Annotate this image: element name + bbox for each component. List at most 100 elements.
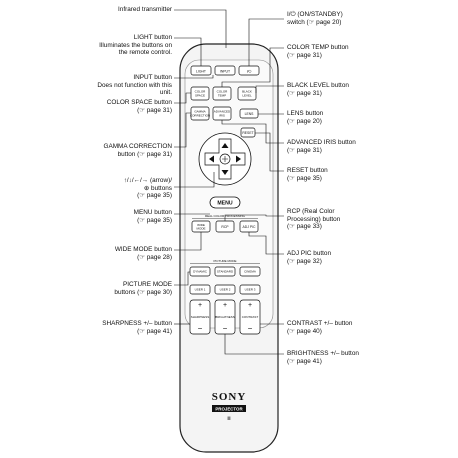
- line-adj: [248, 232, 284, 255]
- line-iris: [221, 120, 284, 144]
- black-level-label-2: LEVEL: [242, 94, 252, 98]
- contrast-minus: −: [248, 324, 253, 333]
- line-black: [255, 85, 284, 93]
- color-space-label-2: SPACE: [195, 94, 205, 98]
- cinema-label: CINEMA: [244, 270, 256, 274]
- callout-contrast-l1: CONTRAST +/– button: [287, 320, 353, 327]
- callout-menu: MENU button (☞ page 35): [134, 209, 172, 224]
- line-gamma: [174, 112, 191, 148]
- callout-arrow-l1: ↑/↓/←/→ (arrow)/: [123, 177, 172, 184]
- brightness-label: BRIGHTNESS: [215, 315, 235, 319]
- input-button-label: INPUT: [220, 69, 230, 73]
- user1-label: USER 1: [195, 288, 206, 292]
- arrow-down-button[interactable]: [221, 170, 229, 175]
- standard-label: STANDARD: [217, 270, 234, 274]
- callout-input: INPUT button Does not function with this…: [97, 74, 172, 97]
- user2-button[interactable]: [214, 284, 236, 295]
- sharpness-plus: +: [198, 302, 202, 309]
- line-color-space: [174, 92, 191, 104]
- wide-label-1: WIDE: [197, 223, 205, 227]
- callout-color-space-l2: (☞ page 31): [137, 106, 172, 114]
- callout-iris: ADVANCED IRIS button (☞ page 31): [287, 139, 356, 154]
- callout-picture-l2: buttons (☞ page 30): [114, 288, 172, 296]
- menu-label: MENU: [217, 201, 233, 207]
- contrast-plus: +: [248, 302, 252, 309]
- gamma-label-2: CORRECTION: [190, 114, 210, 118]
- callout-power-l1: I/⏻ (ON/STANDBY): [287, 11, 343, 18]
- callout-contrast: CONTRAST +/– button (☞ page 40): [287, 320, 352, 335]
- callout-rcp-l2: Processing) button: [287, 215, 341, 223]
- black-level-button[interactable]: [237, 86, 257, 101]
- callout-input-l3: unit.: [159, 89, 172, 97]
- line-input: [174, 75, 214, 79]
- callout-menu-l1: MENU button: [133, 209, 172, 216]
- cinema-button[interactable]: [239, 266, 261, 277]
- callout-wide-l2: (☞ page 28): [137, 253, 172, 261]
- sharpness-rocker[interactable]: [189, 299, 211, 335]
- projector-plate: [212, 405, 246, 412]
- callout-gamma-l2: button (☞ page 31): [117, 150, 172, 158]
- user3-button[interactable]: [239, 284, 261, 295]
- callout-brightness-l1: BRIGHTNESS +/– button: [287, 350, 359, 357]
- input-button[interactable]: [214, 65, 236, 76]
- callout-arrow-l3: (☞ page 35): [137, 192, 172, 200]
- callout-color-space-l1: COLOR SPACE button: [106, 99, 172, 106]
- callout-lens: LENS button (☞ page 20): [287, 110, 323, 125]
- callout-adj-l2: (☞ page 32): [287, 257, 322, 265]
- callout-adj-l1: ADJ PIC button: [287, 250, 332, 257]
- callout-arrow-l2: ⊕ buttons: [143, 184, 172, 192]
- projector-label: PROJECTOR: [215, 406, 243, 411]
- line-picture: [174, 271, 190, 286]
- user1-button[interactable]: [189, 284, 211, 295]
- callout-wide: WIDE MODE button (☞ page 28): [115, 246, 172, 261]
- gamma-button[interactable]: [190, 106, 210, 121]
- callout-light-l1: LIGHT button: [133, 34, 172, 41]
- picture-header: PICTURE MODE: [213, 259, 236, 263]
- color-temp-label-2: TEMP: [218, 94, 226, 98]
- menu-button[interactable]: [209, 196, 241, 209]
- enter-plus-icon: [222, 156, 228, 162]
- callout-gamma: GAMMA CORRECTION button (☞ page 31): [103, 143, 172, 158]
- callout-color-temp-l1: COLOR TEMP button: [287, 44, 349, 51]
- standard-button[interactable]: [214, 266, 236, 277]
- callout-black-l2: (☞ page 31): [287, 89, 322, 97]
- callout-black: BLACK LEVEL button (☞ page 31): [287, 82, 349, 97]
- callout-infrared-l1: Infrared transmitter: [118, 6, 172, 13]
- light-button-label: LIGHT: [196, 69, 206, 73]
- callout-light-l3: the remote control.: [118, 49, 172, 57]
- lens-label: LENS: [245, 112, 255, 116]
- arrow-left-button[interactable]: [209, 155, 214, 163]
- callout-lines: [174, 9, 284, 355]
- callout-adj: ADJ PIC button (☞ page 32): [287, 250, 331, 265]
- callout-power-l2: switch (☞ page 20): [287, 18, 342, 26]
- callout-wide-l1: WIDE MODE button: [114, 246, 172, 253]
- callout-reset-l1: RESET button: [287, 167, 328, 174]
- callout-sharpness-l1: SHARPNESS +/– button: [102, 320, 172, 327]
- callout-lens-l2: (☞ page 20): [287, 117, 322, 125]
- arrow-up-button[interactable]: [221, 143, 229, 148]
- callout-brightness-l2: (☞ page 41): [287, 357, 322, 365]
- user2-label: USER 2: [220, 288, 231, 292]
- callout-arrow: ↑/↓/←/→ (arrow)/ ⊕ buttons (☞ page 35): [124, 177, 172, 200]
- lens-button[interactable]: [239, 108, 259, 119]
- callout-iris-l2: (☞ page 31): [287, 146, 322, 154]
- power-switch-label: I/⏻: [247, 69, 252, 73]
- callout-brightness: BRIGHTNESS +/– button (☞ page 41): [287, 350, 359, 365]
- callout-rcp: RCP (Real Color Processing) button (☞ pa…: [287, 208, 340, 231]
- color-space-button[interactable]: [190, 86, 210, 101]
- dynamic-button[interactable]: [189, 266, 211, 277]
- callout-color-space: COLOR SPACE button (☞ page 31): [107, 99, 172, 114]
- reset-button[interactable]: [240, 127, 256, 138]
- projector-sub: Ⅲ: [227, 416, 230, 422]
- contrast-rocker[interactable]: [239, 299, 261, 335]
- contrast-label: CONTRAST: [242, 315, 259, 319]
- wide-label-2: MODE: [197, 227, 206, 231]
- callout-menu-l2: (☞ page 35): [137, 216, 172, 224]
- arrow-right-button[interactable]: [236, 155, 241, 163]
- callout-picture: PICTURE MODE buttons (☞ page 30): [114, 281, 172, 296]
- line-infrared: [174, 9, 227, 48]
- black-level-label-1: BLACK: [242, 90, 252, 94]
- line-color-temp: [221, 47, 284, 87]
- callout-contrast-l2: (☞ page 40): [287, 327, 322, 335]
- line-wide: [174, 232, 202, 251]
